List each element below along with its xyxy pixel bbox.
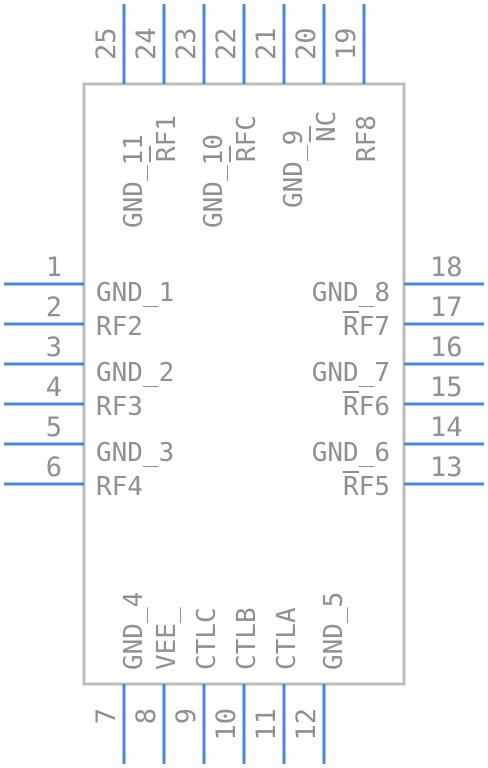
bottom-pin-numbers: 7 8 9 10 11 12 [91,708,322,741]
pin-14-number: 14 [430,412,463,443]
right-pin-numbers: 18 17 16 15 14 13 [430,252,463,483]
pin-9-name: CTLC [192,607,222,670]
pin-10-number: 10 [211,708,242,741]
bottom-pin-names: GND_4 VEE_ CTLC CTLB CTLA GND_5 [119,592,349,670]
pin-24-number: 24 [131,27,162,60]
pin-1-name: GND_1 [96,278,174,308]
top-pin-names: GND_11 RF1 GND_10 RFC GND_9 NC RF8 [119,111,382,228]
pin-24-name: RF1 [152,115,182,162]
right-pin-names: GND_8 RF7 GND_7 RF6 GND_6 RF5 [312,278,390,502]
pin-20-number: 20 [291,27,322,60]
pin-9-number: 9 [171,708,202,724]
pin-10-name: CTLB [232,607,262,670]
pin-17-name: RF7 [343,312,390,342]
pin-19-name: RF8 [352,115,382,162]
pin-8-number: 8 [131,708,162,724]
pin-8-name: VEE_ [152,607,182,670]
pin-16-number: 16 [430,332,463,363]
pin-22-number: 22 [211,27,242,60]
pin-2-name: RF2 [96,312,143,342]
pin-7-name: GND_4 [119,592,149,670]
pin-4-number: 4 [46,372,62,403]
pin-3-name: GND_2 [96,358,174,388]
pin-12-number: 12 [291,708,322,741]
pin-14-name: GND_6 [312,438,390,468]
pin-23-number: 23 [171,27,202,60]
pin-2-number: 2 [46,292,62,323]
pin-5-number: 5 [46,412,62,443]
pin-11-name: CTLA [272,607,302,670]
pin-18-number: 18 [430,252,463,283]
pin-25-number: 25 [91,27,122,60]
pin-6-name: RF4 [96,472,143,502]
top-pin-numbers: 25 24 23 22 21 20 19 [91,27,362,60]
left-pin-numbers: 1 2 3 4 5 6 [46,252,62,483]
pin-21-number: 21 [251,27,282,60]
left-pin-names: GND_1 RF2 GND_2 RF3 GND_3 RF4 [96,278,174,502]
pin-3-number: 3 [46,332,62,363]
pin-1-number: 1 [46,252,62,283]
pin-17-number: 17 [430,292,463,323]
pin-11-number: 11 [251,708,282,741]
pin-6-number: 6 [46,452,62,483]
pin-22-name: RFC [232,115,262,162]
pin-12-name: GND_5 [319,592,349,670]
pin-20-name: NC [312,111,342,142]
pin-7-number: 7 [91,708,122,724]
pin-16-name: GND_7 [312,358,390,388]
pin-23-name: GND_10 [199,134,229,228]
pin-5-name: GND_3 [96,438,174,468]
pin-4-name: RF3 [96,392,143,422]
pin-15-number: 15 [430,372,463,403]
pin-13-name: RF5 [343,472,390,502]
overbars [149,126,359,473]
pin-19-number: 19 [331,27,362,60]
pin-21-name: GND_9 [279,130,309,208]
pin-18-name: GND_8 [312,278,390,308]
pin-13-number: 13 [430,452,463,483]
component-body [82,82,406,686]
pin-25-name: GND_11 [119,134,149,228]
pin-15-name: RF6 [343,392,390,422]
pin-lines [4,4,484,764]
